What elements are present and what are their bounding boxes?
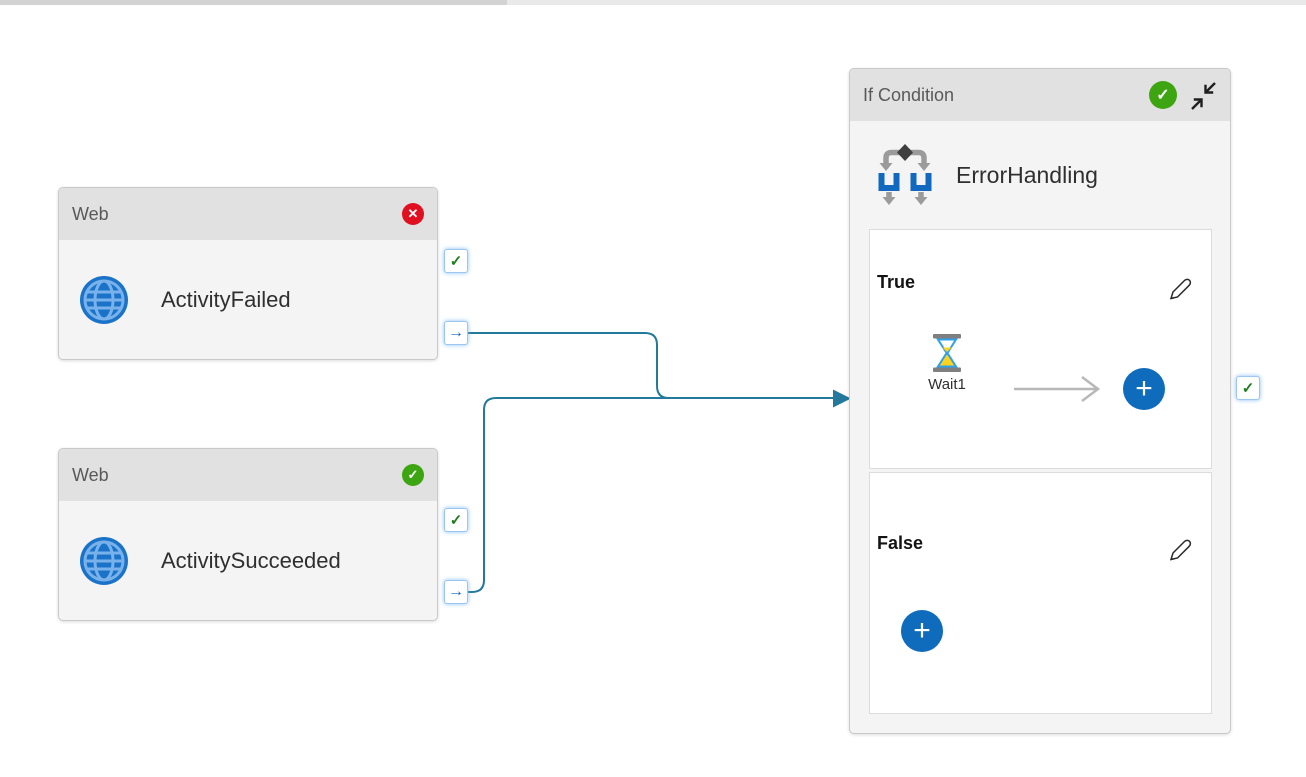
web-globe-icon bbox=[80, 276, 128, 324]
port-success-activitysucceeded[interactable]: ✓ bbox=[444, 508, 468, 532]
branch-label: True bbox=[877, 272, 916, 292]
status-succeeded-badge: ✓ bbox=[1149, 81, 1177, 109]
activity-node-web-succeeded[interactable]: Web ✓ ActivitySucceeded bbox=[58, 448, 438, 621]
collapse-button[interactable] bbox=[1189, 80, 1217, 111]
hourglass-icon bbox=[933, 334, 961, 372]
wait-activity[interactable]: Wait1 bbox=[916, 333, 978, 393]
sequence-arrow-icon bbox=[1014, 376, 1101, 402]
activity-node-if-condition[interactable]: If Condition ✓ bbox=[849, 68, 1231, 734]
node-header: If Condition ✓ bbox=[850, 69, 1230, 121]
node-type-label: Web bbox=[72, 464, 109, 485]
wire-arrowhead bbox=[833, 389, 851, 408]
status-succeeded-badge: ✓ bbox=[402, 464, 424, 486]
scrollbar-thumb[interactable] bbox=[0, 0, 507, 5]
x-icon: ✕ bbox=[407, 206, 419, 221]
pencil-icon bbox=[1169, 278, 1192, 300]
branch-panel-true[interactable]: True Wait1 bbox=[869, 229, 1212, 469]
port-output-activityfailed[interactable]: → bbox=[444, 321, 468, 345]
collapse-arrows-icon bbox=[1191, 81, 1216, 110]
plus-icon: + bbox=[913, 614, 931, 647]
port-success-ifcondition[interactable]: ✓ bbox=[1236, 376, 1260, 400]
node-body: ActivityFailed bbox=[59, 240, 437, 360]
edit-false-branch-button[interactable] bbox=[1165, 535, 1195, 570]
check-icon: ✓ bbox=[1156, 87, 1170, 104]
plus-icon: + bbox=[1135, 372, 1153, 405]
activity-name: ActivityFailed bbox=[161, 287, 291, 312]
port-output-activitysucceeded[interactable]: → bbox=[444, 580, 468, 604]
node-type-label: If Condition bbox=[863, 84, 955, 105]
branch-label: False bbox=[877, 533, 924, 553]
check-icon: ✓ bbox=[407, 467, 419, 482]
web-globe-icon bbox=[80, 537, 128, 585]
port-success-activityfailed[interactable]: ✓ bbox=[444, 249, 468, 273]
activity-node-web-failed[interactable]: Web ✕ ActivityFailed bbox=[58, 187, 438, 360]
node-body: ActivitySucceeded bbox=[59, 501, 437, 621]
activity-name: ErrorHandling bbox=[956, 161, 1098, 188]
branch-panel-false[interactable]: False + bbox=[869, 472, 1212, 714]
edit-true-branch-button[interactable] bbox=[1165, 274, 1195, 309]
node-header: Web ✕ bbox=[59, 188, 437, 240]
node-type-label: Web bbox=[72, 203, 109, 224]
horizontal-scrollbar[interactable] bbox=[0, 0, 1306, 5]
check-icon: ✓ bbox=[449, 512, 463, 529]
node-body: ErrorHandling bbox=[850, 121, 1230, 229]
add-activity-true-button[interactable]: + bbox=[1123, 368, 1165, 410]
arrow-right-icon: → bbox=[448, 324, 464, 341]
check-icon: ✓ bbox=[1241, 380, 1255, 397]
pencil-icon bbox=[1169, 539, 1192, 561]
node-header: Web ✓ bbox=[59, 449, 437, 501]
check-icon: ✓ bbox=[449, 253, 463, 270]
activity-name: Wait1 bbox=[928, 376, 966, 393]
add-activity-false-button[interactable]: + bbox=[901, 610, 943, 652]
arrow-right-icon: → bbox=[448, 583, 464, 600]
status-failed-badge: ✕ bbox=[402, 203, 424, 225]
activity-name: ActivitySucceeded bbox=[161, 548, 341, 573]
if-condition-icon bbox=[878, 144, 932, 205]
